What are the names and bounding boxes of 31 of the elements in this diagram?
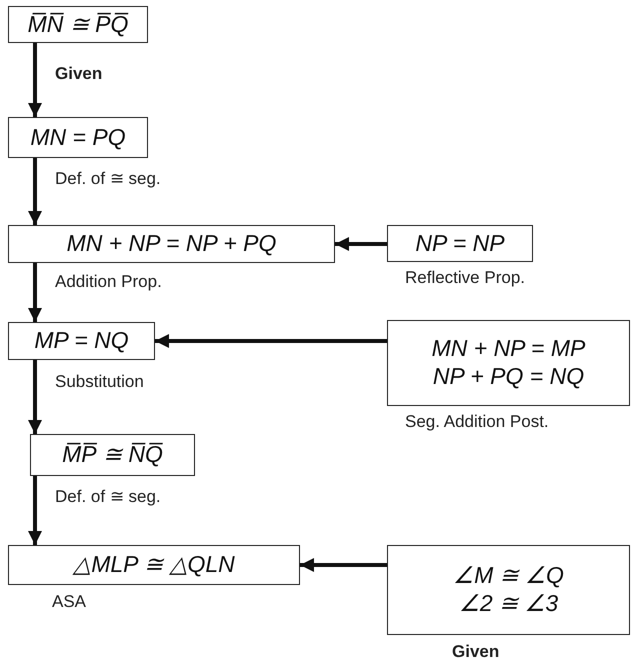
arrow bbox=[28, 263, 42, 322]
arrow bbox=[335, 237, 387, 251]
edge-label: Addition Prop. bbox=[55, 272, 162, 292]
statement-box bbox=[30, 434, 195, 476]
statement-text: MP = NQ bbox=[34, 327, 129, 355]
statement-box bbox=[8, 322, 155, 360]
statement-text: MN + NP = NP + PQ bbox=[66, 230, 276, 258]
arrow bbox=[28, 476, 42, 545]
statement-box bbox=[8, 6, 148, 43]
statement-text: NP + PQ = NQ bbox=[432, 363, 584, 391]
statement-text: NP = NP bbox=[415, 230, 505, 258]
arrow bbox=[300, 558, 387, 572]
statement-box bbox=[8, 545, 300, 585]
statement-text: ∠2 ≅ ∠3 bbox=[458, 590, 558, 618]
statement-box bbox=[8, 225, 335, 263]
statement-text: M̅N̅ ≅ P̅Q̅ bbox=[28, 10, 128, 38]
statement-text: △MLP ≅ △QLN bbox=[73, 551, 235, 579]
arrow bbox=[155, 334, 387, 348]
arrow bbox=[28, 158, 42, 225]
statement-box bbox=[387, 225, 533, 262]
statement-text: MN + NP = MP bbox=[432, 335, 586, 363]
statement-text: MN = PQ bbox=[30, 124, 126, 152]
arrow bbox=[28, 43, 42, 117]
statement-text: M̅P̅ ≅ N̅Q̅ bbox=[62, 441, 163, 469]
statement-box bbox=[387, 320, 630, 406]
statement-box bbox=[8, 117, 148, 158]
reason-label: Reflective Prop. bbox=[405, 268, 525, 288]
reason-label: Seg. Addition Post. bbox=[405, 412, 549, 432]
statement-text: ∠M ≅ ∠Q bbox=[453, 562, 564, 590]
arrow bbox=[28, 360, 42, 434]
statement-box bbox=[387, 545, 630, 635]
